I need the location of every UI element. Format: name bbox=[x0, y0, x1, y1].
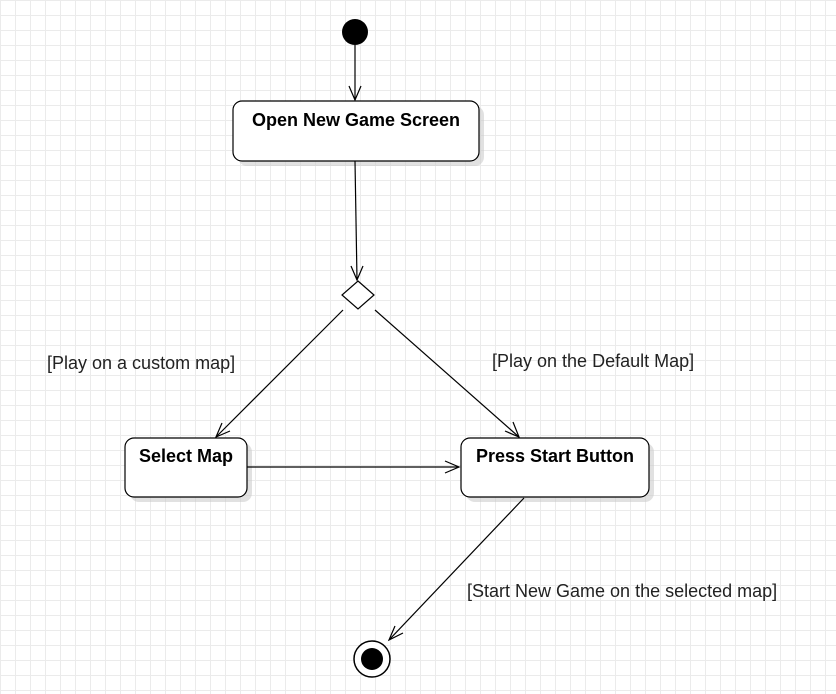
decision-node[interactable] bbox=[341, 280, 375, 310]
edge-select-map-to-press-start[interactable] bbox=[247, 460, 461, 474]
action-label-select-map: Select Map bbox=[139, 446, 233, 466]
action-label-open-new-game-screen: Open New Game Screen bbox=[252, 110, 460, 130]
edge-initial-to-open-new-game[interactable] bbox=[348, 45, 362, 102]
edge-open-new-game-to-decision[interactable] bbox=[350, 160, 364, 282]
action-node-select-map[interactable]: Select Map bbox=[124, 437, 252, 502]
guard-label-start-game: [Start New Game on the selected map] bbox=[467, 581, 777, 601]
final-node[interactable] bbox=[353, 640, 391, 678]
action-label-press-start-button: Press Start Button bbox=[476, 446, 634, 466]
action-node-press-start-button[interactable]: Press Start Button bbox=[460, 437, 654, 502]
edge-press-start-to-final[interactable] bbox=[387, 497, 525, 642]
initial-node[interactable] bbox=[342, 19, 368, 45]
edge-decision-to-press-start[interactable] bbox=[374, 309, 521, 439]
guard-label-default-map: [Play on the Default Map] bbox=[492, 351, 694, 371]
guard-label-custom-map: [Play on a custom map] bbox=[47, 353, 235, 373]
edge-decision-to-select-map[interactable] bbox=[214, 309, 344, 439]
action-node-open-new-game-screen[interactable]: Open New Game Screen bbox=[232, 100, 484, 166]
